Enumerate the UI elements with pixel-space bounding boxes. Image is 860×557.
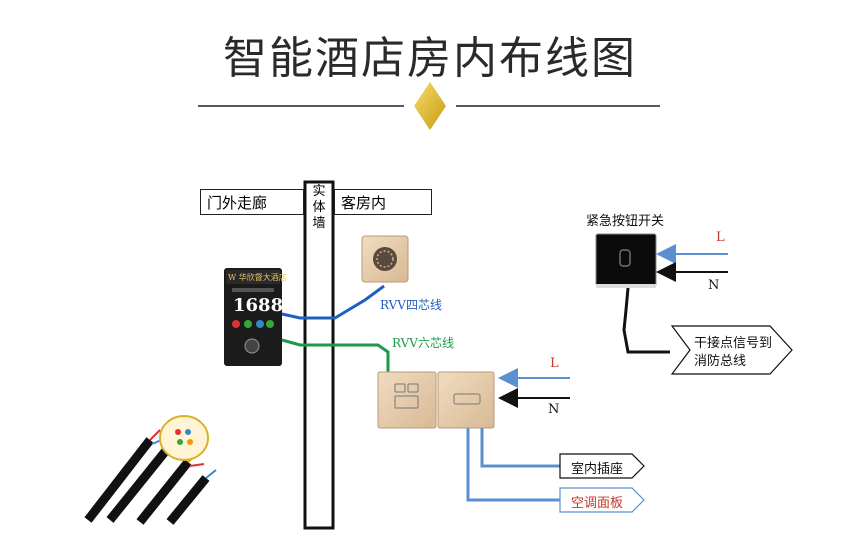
- fire-bus-line2: 消防总线: [694, 354, 747, 369]
- ac-panel-label: 空调面板: [571, 496, 624, 511]
- socket-tag: [559, 453, 645, 479]
- socket-wire: [480, 428, 560, 468]
- emergency-switch-panel: [595, 233, 657, 288]
- neutral-label-mid: N: [548, 402, 560, 417]
- emergency-switch-label: 紧急按钮开关: [586, 214, 665, 229]
- rvv6-label: RVV六芯线: [392, 336, 454, 350]
- ac-tag: [559, 487, 645, 513]
- divider-diamond: [414, 82, 446, 130]
- control-panel-pair: [377, 371, 495, 429]
- rvv4-wire: [281, 284, 385, 320]
- fire-bus-tag: [670, 325, 793, 375]
- ac-wire: [466, 428, 560, 502]
- diagram-title: 智能酒店房内布线图: [223, 33, 637, 84]
- card-reader-panel: [361, 235, 409, 283]
- rvv6-wire: [281, 338, 390, 372]
- rvv4-label: RVV四芯线: [380, 298, 442, 312]
- room-number: 1688: [233, 295, 284, 316]
- fire-bus-wire: [622, 287, 670, 354]
- cable-illustration: [84, 415, 217, 525]
- corridor-label: 门外走廊: [200, 189, 304, 215]
- socket-label: 室内插座: [571, 462, 624, 477]
- live-label-top: L: [716, 230, 725, 245]
- room-label: 客房内: [334, 189, 432, 215]
- doorplate-brand: W 华欣督大酒店: [228, 273, 287, 282]
- solid-wall: [303, 180, 335, 530]
- live-label-mid: L: [550, 356, 559, 371]
- neutral-label-top: N: [708, 278, 720, 293]
- doorplate-panel: [224, 268, 282, 366]
- wall-label: 实体墙: [312, 184, 326, 231]
- fire-bus-line1: 干接点信号到: [694, 336, 773, 351]
